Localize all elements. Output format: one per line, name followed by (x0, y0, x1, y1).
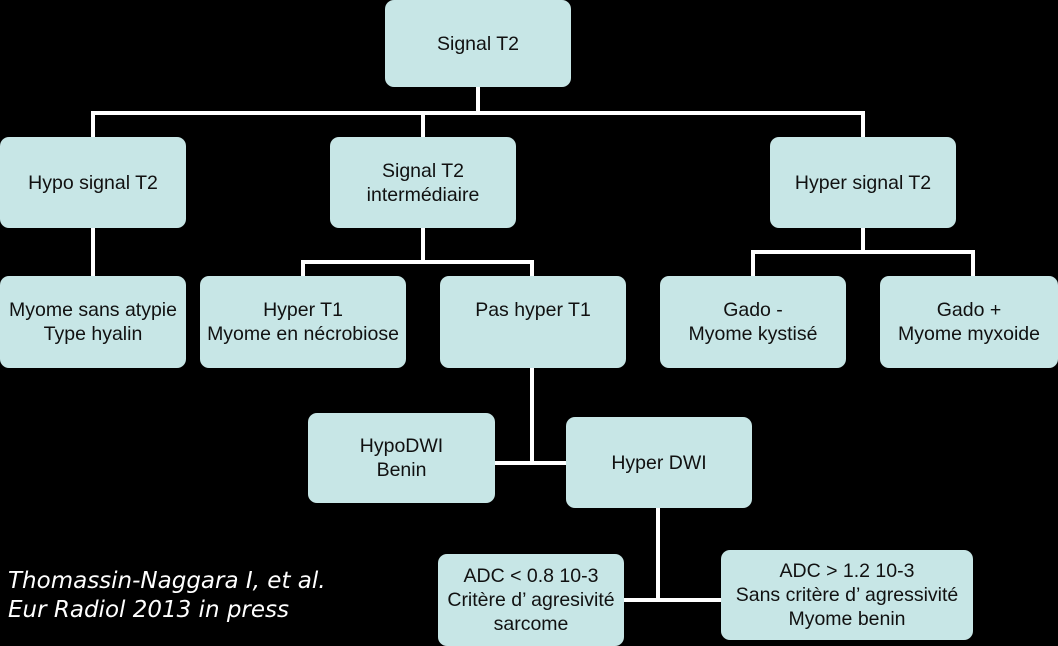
node-hypo-dwi: HypoDWI Benin (308, 413, 495, 503)
connector-intermediate (301, 226, 534, 278)
node-myome-sans-atypie: Myome sans atypie Type hyalin (0, 276, 186, 368)
node-gado-minus: Gado - Myome kystisé (660, 276, 846, 368)
node-adc-low: ADC < 0.8 10-3 Critère d’ agresivité sar… (438, 554, 624, 646)
node-hyper-t1: Hyper T1 Myome en nécrobiose (200, 276, 406, 368)
node-line: Hypo signal T2 (28, 171, 158, 194)
node-signal-t2-intermediaire: Signal T2 intermédiaire (330, 137, 516, 228)
citation: Thomassin-Naggara I, et al. Eur Radiol 2… (8, 567, 326, 625)
node-pas-hyper-t1: Pas hyper T1 (440, 276, 626, 368)
node-line: Type hyalin (43, 323, 143, 345)
node-line: Myome kystisé (688, 323, 818, 345)
node-signal-t2: Signal T2 (385, 0, 571, 87)
node-line: Gado - (723, 299, 783, 321)
node-line: Pas hyper T1 (475, 299, 591, 321)
node-line: Myome benin (788, 608, 906, 630)
node-line: Critère d’ agresivité (447, 589, 615, 611)
node-line: HypoDWI (359, 435, 444, 457)
node-line: Sans critère d’ agressivité (735, 584, 959, 606)
node-adc-high: ADC > 1.2 10-3 Sans critère d’ agressivi… (721, 550, 973, 640)
citation-line-1: Thomassin-Naggara I, et al. (8, 568, 326, 594)
node-line: Myome myxoide (898, 323, 1040, 345)
node-line: ADC < 0.8 10-3 (463, 565, 599, 587)
node-line: intermédiaire (366, 183, 480, 206)
node-line: Signal T2 (381, 159, 465, 182)
node-gado-plus: Gado + Myome myxoide (880, 276, 1058, 368)
node-line: ADC > 1.2 10-3 (779, 560, 915, 582)
node-hypo-signal-t2: Hypo signal T2 (0, 137, 186, 228)
node-line: Myome en nécrobiose (207, 323, 399, 345)
node-line: Hyper signal T2 (794, 171, 932, 194)
node-line: Signal T2 (436, 32, 520, 55)
node-line: Benin (376, 459, 427, 481)
citation-line-2: Eur Radiol 2013 in press (8, 597, 290, 623)
node-line: Hyper T1 (263, 299, 343, 321)
connector-hyper-dwi (622, 506, 723, 602)
connector-pas-hyper-t1 (493, 366, 568, 465)
node-line: Hyper DWI (611, 451, 707, 474)
node-line: Gado + (936, 299, 1002, 321)
connector-root (91, 85, 865, 139)
node-hyper-dwi: Hyper DWI (566, 417, 752, 508)
connector-hyper-t2 (751, 226, 975, 278)
node-line: sarcome (493, 613, 569, 635)
node-line: Myome sans atypie (9, 299, 177, 321)
node-hyper-signal-t2: Hyper signal T2 (770, 137, 956, 228)
